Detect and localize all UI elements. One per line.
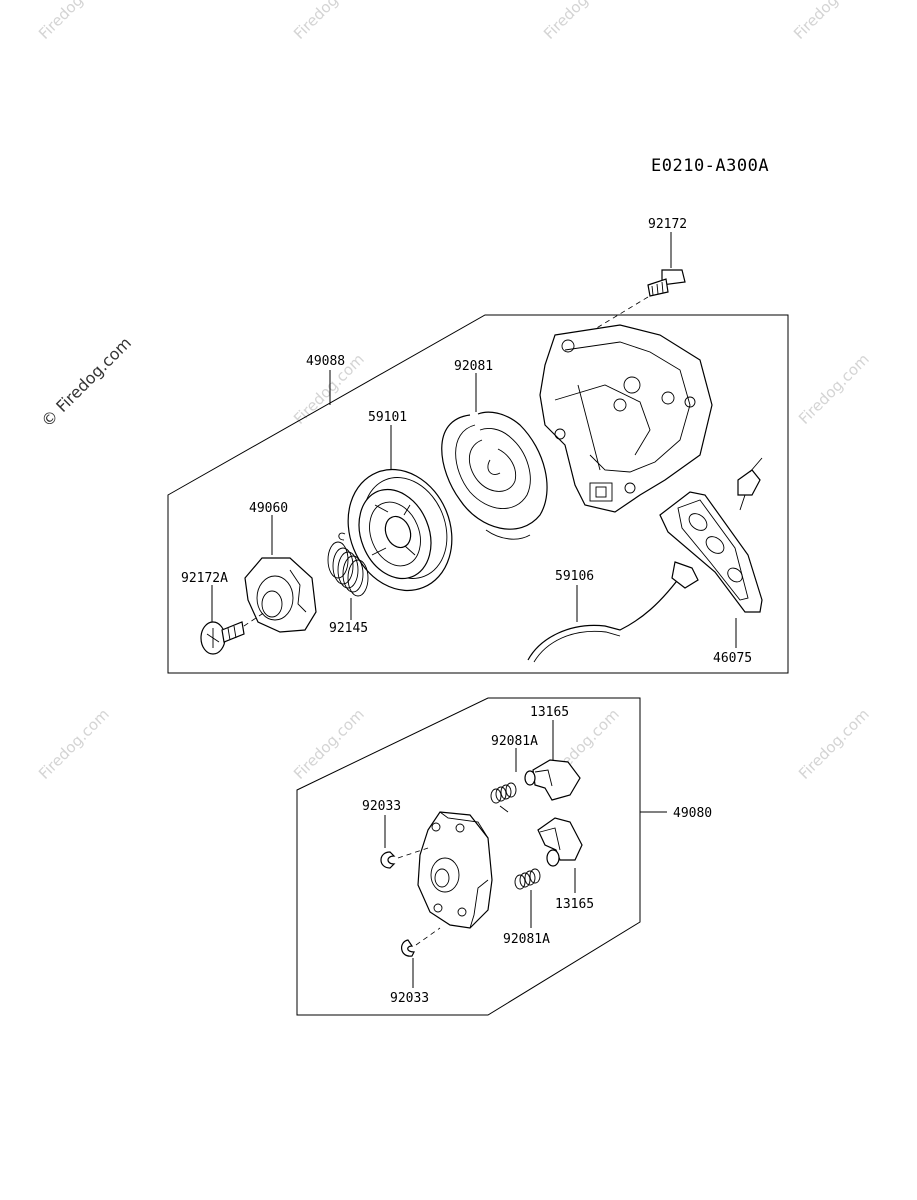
label-49080: 49080 (673, 806, 712, 821)
watermark: Firedog.com (290, 705, 368, 783)
label-92081A-bottom: 92081A (503, 932, 550, 947)
pawl-13165-top (524, 720, 581, 801)
watermark: Firedog.com (795, 350, 873, 428)
assembly-frame-49080 (296, 697, 641, 1016)
eclip-92033-top (380, 815, 429, 869)
label-92145: 92145 (329, 621, 368, 636)
bolt-92172 (589, 232, 686, 333)
watermark: Firedog.com (35, 0, 113, 43)
label-59101: 59101 (368, 410, 407, 425)
spring-92081A-bottom (514, 868, 541, 928)
label-92033-top: 92033 (362, 799, 401, 814)
ratchet-body-49080 (417, 811, 493, 929)
rewind-spring-92081 (441, 373, 548, 540)
spring-92081A-top (490, 748, 517, 813)
eclip-92033-bottom (401, 927, 441, 988)
pawl-13165-bottom (537, 817, 583, 893)
watermark: Firedog.com (795, 705, 873, 783)
watermark: Firedog.com (790, 0, 868, 43)
assembly-frame-49088 (167, 314, 789, 674)
label-92172: 92172 (648, 217, 687, 232)
watermark: Firedog.com (290, 0, 368, 43)
label-59106: 59106 (555, 569, 594, 584)
label-49060: 49060 (249, 501, 288, 516)
screw-92172A (200, 585, 266, 655)
label-13165-top: 13165 (530, 705, 569, 720)
watermark: Firedog.com (540, 0, 618, 43)
label-92172A: 92172A (181, 571, 228, 586)
rope-59106 (527, 569, 686, 663)
starter-housing (539, 324, 713, 513)
label-92081: 92081 (454, 359, 493, 374)
spring-92145 (327, 532, 369, 620)
label-13165-bottom: 13165 (555, 897, 594, 912)
label-46075: 46075 (713, 651, 752, 666)
ratchet-49060 (244, 515, 317, 633)
label-92033-bottom: 92033 (390, 991, 429, 1006)
diagram-code: E0210-A300A (651, 156, 769, 176)
label-49088: 49088 (306, 354, 345, 369)
watermark-main: © Firedog.com (37, 333, 135, 431)
label-92081A-top: 92081A (491, 734, 538, 749)
pulley-59101 (347, 425, 453, 592)
handle-46075 (659, 457, 763, 648)
watermark: Firedog.com (35, 705, 113, 783)
